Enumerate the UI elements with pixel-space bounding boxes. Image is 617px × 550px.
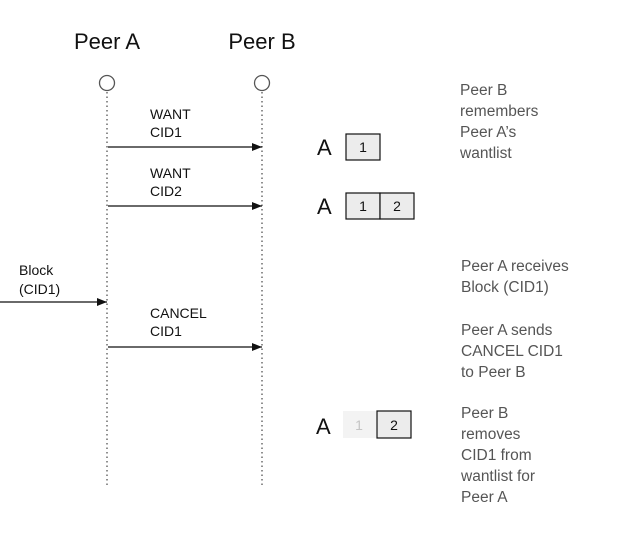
wantlist-cell-removed-text: 1: [355, 417, 363, 433]
wantlist-state-3: A 1 2: [316, 410, 412, 439]
note-line: Peer A’s: [460, 124, 517, 141]
note-line: wantlist: [459, 145, 512, 162]
peer-a-title: Peer A: [74, 29, 140, 54]
message-want-cid2: WANT CID2: [108, 165, 262, 210]
message-block-line2: (CID1): [19, 281, 60, 297]
note-peer-b-removes: Peer B removes CID1 from wantlist for Pe…: [460, 405, 539, 506]
note-line: Peer A: [461, 489, 508, 506]
peer-b-title: Peer B: [228, 29, 295, 54]
message-want-cid1-line1: WANT: [150, 106, 191, 122]
message-want-cid1-line2: CID1: [150, 124, 182, 140]
message-want-cid2-line1: WANT: [150, 165, 191, 181]
wantlist-cell-text: 1: [359, 139, 367, 155]
message-block-line1: Block: [19, 262, 54, 278]
wantlist-cell: [376, 410, 412, 439]
wantlist-owner-label: A: [316, 414, 331, 439]
wantlist-cell-removed: [343, 411, 376, 438]
wantlist-owner-label: A: [317, 194, 332, 219]
message-block-cid1: Block (CID1): [0, 262, 107, 306]
note-line: CANCEL CID1: [461, 343, 563, 360]
message-cancel-line2: CID1: [150, 323, 182, 339]
message-want-cid2-line2: CID2: [150, 183, 182, 199]
wantlist-state-2: A 1 2: [317, 192, 415, 220]
note-line: remembers: [460, 103, 539, 120]
message-cancel-line1: CANCEL: [150, 305, 207, 321]
wantlist-cell: [379, 192, 415, 220]
peer-b-lifeline-head: [253, 74, 271, 92]
note-peer-a-sends: Peer A sends CANCEL CID1 to Peer B: [461, 322, 567, 381]
wantlist-cell-text: 2: [390, 417, 398, 433]
peer-a-lifeline-head: [98, 74, 116, 92]
note-line: Peer B: [460, 82, 507, 99]
note-peer-a-receives: Peer A receives Block (CID1): [461, 258, 573, 296]
message-cancel-cid1: CANCEL CID1: [108, 305, 262, 351]
note-line: Block (CID1): [461, 279, 549, 296]
message-want-cid1: WANT CID1: [108, 106, 262, 151]
wantlist-state-1: A 1: [317, 133, 381, 161]
note-line: Peer A receives: [461, 258, 569, 275]
note-line: Peer B: [461, 405, 508, 422]
note-line: CID1 from: [461, 447, 532, 464]
wantlist-owner-label: A: [317, 135, 332, 160]
note-line: Peer A sends: [461, 322, 553, 339]
note-line: wantlist for: [460, 468, 535, 485]
note-line: to Peer B: [461, 364, 526, 381]
wantlist-cell: [345, 133, 381, 161]
wantlist-cell-text: 1: [359, 198, 367, 214]
note-line: removes: [461, 426, 521, 443]
wantlist-cell-text: 2: [393, 198, 401, 214]
wantlist-cell: [345, 192, 381, 220]
note-peer-b-remembers: Peer B remembers Peer A’s wantlist: [459, 82, 543, 162]
